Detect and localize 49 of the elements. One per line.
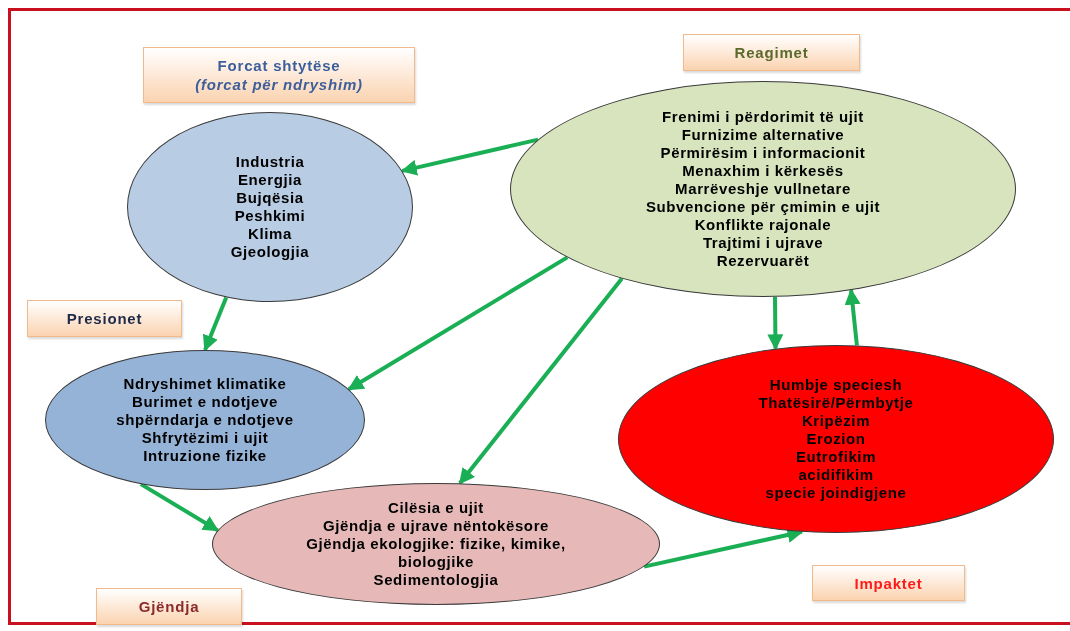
arrow — [458, 277, 624, 485]
list-item-text: Frenimi i përdorimit të ujit — [662, 108, 864, 126]
list-item-text: Humbje speciesh — [769, 376, 903, 394]
list-item-text: specie joindigjene — [765, 484, 907, 502]
label-text: Forcat shtytëse — [217, 56, 341, 75]
list-item-text: Subvencione për çmimin e ujit — [645, 198, 881, 216]
arrow — [202, 296, 229, 352]
list-item-text: Furnizime alternative — [681, 126, 845, 144]
label-text: Presionet — [66, 309, 143, 328]
arrow — [844, 288, 861, 346]
list-item-text: Cilësia e ujit — [388, 499, 484, 517]
label-text: Gjëndja — [138, 597, 200, 616]
list-item-text: Ndryshimet klimatike — [123, 375, 287, 393]
list-item-text: Rezervuarët — [716, 252, 810, 270]
list-item-text: Erozion — [806, 430, 866, 448]
list-item-text: Klima — [248, 225, 292, 243]
label-box — [96, 588, 242, 625]
list-item-text: Eutrofikim — [795, 448, 877, 466]
list-item-text: acidifikim — [798, 466, 874, 484]
label-box — [683, 34, 860, 71]
label-text: (forcat për ndryshim) — [195, 75, 363, 94]
list-item-text: Gjeologjia — [230, 243, 310, 261]
list-item-text: Konflikte rajonale — [694, 216, 832, 234]
list-item-text: Sedimentologjia — [373, 571, 499, 589]
list-item-text: Industria — [235, 153, 305, 171]
list-item-text: Trajtimi i ujrave — [702, 234, 824, 252]
list-item-text: Menaxhim i kërkesës — [682, 162, 844, 180]
list-item-text: Bujqësia — [236, 189, 304, 207]
list-item-text: Energjia — [238, 171, 302, 189]
list-item-text: shpërndarja e ndotjeve — [116, 411, 294, 429]
list-item-text: Gjëndja e ujrave nëntokësore — [322, 517, 549, 535]
label-box — [27, 300, 182, 337]
list-item-text: Shfrytëzimi i ujit — [141, 429, 269, 447]
label-text: Impaktet — [854, 573, 923, 593]
list-item-text: Thatësirë/Përmbytje — [758, 394, 914, 412]
label-text: Reagimet — [734, 43, 809, 62]
list-item-text: Peshkimi — [234, 207, 306, 225]
list-item-text: Burimet e ndotjeve — [132, 393, 278, 411]
arrow — [139, 482, 220, 533]
arrow — [767, 296, 784, 351]
list-item-text: Gjëndja ekologjike: fizike, kimike, biologjike — [305, 535, 567, 571]
label-box — [812, 565, 965, 601]
list-item-text: Përmirësim i informacionit — [660, 144, 866, 162]
list-item-text: Marrëveshje vullnetare — [675, 180, 851, 198]
arrow — [347, 255, 569, 391]
list-item-text: Kripëzim — [801, 412, 871, 430]
list-item-text: Intruzione fizike — [143, 447, 267, 465]
label-box — [143, 47, 415, 103]
arrow — [400, 137, 539, 176]
